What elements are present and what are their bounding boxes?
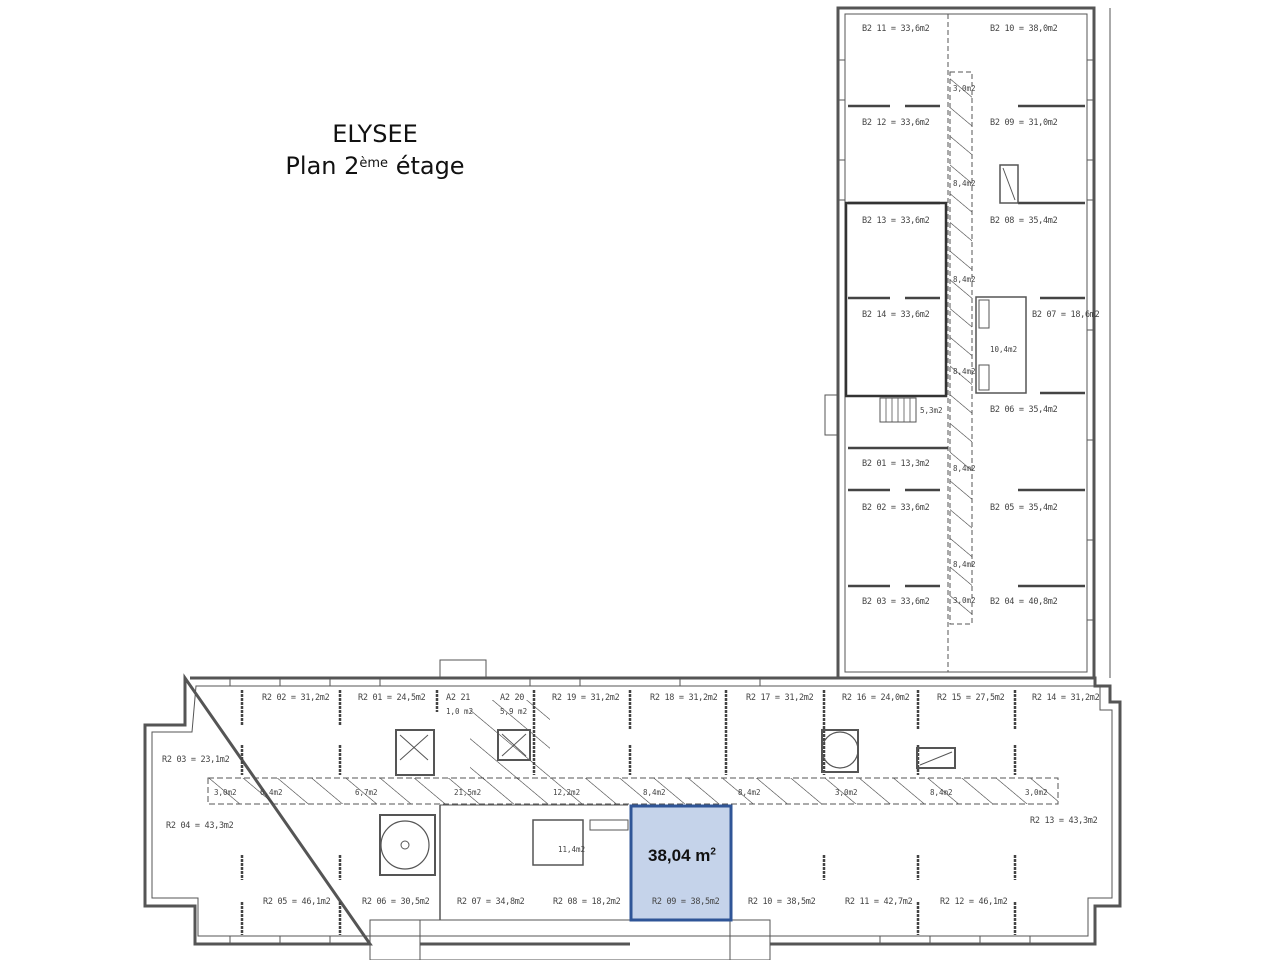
corridor-label: 21,5m2 — [454, 788, 481, 797]
room-label: B2 02 = 33,6m2 — [862, 503, 930, 513]
corridor-label: 6,7m2 — [355, 788, 378, 797]
corridor-label: 3,0m2 — [953, 84, 976, 93]
room-label: R2 16 = 24,0m2 — [842, 693, 910, 703]
misc-label: 10,4m2 — [990, 345, 1017, 354]
corridor-label: 8,4m2 — [738, 788, 761, 797]
wing-b — [824, 6, 1111, 680]
corridor-label: 3,0m2 — [835, 788, 858, 797]
corridor-label: 8,4m2 — [953, 464, 976, 473]
highlighted-room-r2-09[interactable] — [629, 804, 733, 922]
room-label: A2 21 — [446, 693, 470, 703]
room-label: R2 19 = 31,2m2 — [552, 693, 620, 703]
room-label: B2 11 = 33,6m2 — [862, 24, 930, 34]
floor-name: Plan 2ème étage — [285, 152, 465, 180]
corridor-label: 12,2m2 — [553, 788, 580, 797]
room-label: R2 14 = 31,2m2 — [1032, 693, 1100, 703]
plan-title: ELYSEE Plan 2ème étage — [250, 118, 500, 182]
building-name: ELYSEE — [332, 120, 418, 148]
corridor-label: 8,4m2 — [953, 275, 976, 284]
room-label: R2 02 = 31,2m2 — [262, 693, 330, 703]
room-label: B2 10 = 38,0m2 — [990, 24, 1058, 34]
room-label: R2 03 = 23,1m2 — [162, 755, 230, 765]
room-label: B2 14 = 33,6m2 — [862, 310, 930, 320]
room-label: R2 11 = 42,7m2 — [845, 897, 913, 907]
corridor-label: 3,0m2 — [1025, 788, 1048, 797]
room-label: R2 18 = 31,2m2 — [650, 693, 718, 703]
corridor-label: 8,4m2 — [930, 788, 953, 797]
misc-label: 11,4m2 — [558, 845, 585, 854]
room-label: R2 10 = 38,5m2 — [748, 897, 816, 907]
corridor-label: 3,0m2 — [214, 788, 237, 797]
corridor-label: 6,4m2 — [260, 788, 283, 797]
room-label: A2 20 — [500, 693, 524, 703]
corridor-label: 8,4m2 — [953, 179, 976, 188]
corridor-label: 3,0m2 — [953, 596, 976, 605]
wing-a-labels: R2 02 = 31,2m2 R2 01 = 24,5m2 A2 21 1,0 … — [162, 693, 1100, 907]
room-label: R2 06 = 30,5m2 — [362, 897, 430, 907]
room-label: R2 05 = 46,1m2 — [263, 897, 331, 907]
room-label: R2 17 = 31,2m2 — [746, 693, 814, 703]
room-label: B2 08 = 35,4m2 — [990, 216, 1058, 226]
room-label: R2 04 = 43,3m2 — [166, 821, 234, 831]
room-label: R2 09 = 38,5m2 — [652, 897, 720, 907]
room-label: B2 05 = 35,4m2 — [990, 503, 1058, 513]
wing-b-labels: B2 11 = 33,6m2 B2 10 = 38,0m2 B2 12 = 33… — [862, 24, 1100, 607]
room-label: R2 01 = 24,5m2 — [358, 693, 426, 703]
room-sublabel: 1,0 m2 — [446, 707, 473, 716]
room-label: B2 03 = 33,6m2 — [862, 597, 930, 607]
corridor-label: 8,4m2 — [953, 367, 976, 376]
room-label: B2 01 = 13,3m2 — [862, 459, 930, 469]
corridor-label: 8,4m2 — [953, 560, 976, 569]
room-label: B2 06 = 35,4m2 — [990, 405, 1058, 415]
room-label: R2 15 = 27,5m2 — [937, 693, 1005, 703]
room-label: R2 12 = 46,1m2 — [940, 897, 1008, 907]
misc-label: 5,3m2 — [920, 406, 943, 415]
room-label: B2 12 = 33,6m2 — [862, 118, 930, 128]
room-label: B2 09 = 31,0m2 — [990, 118, 1058, 128]
room-label: B2 04 = 40,8m2 — [990, 597, 1058, 607]
corridor-label: 8,4m2 — [643, 788, 666, 797]
wing-a — [143, 659, 1122, 960]
room-label: R2 07 = 34,8m2 — [457, 897, 525, 907]
room-label: B2 07 = 18,6m2 — [1032, 310, 1100, 320]
room-sublabel: 5,9 m2 — [500, 707, 527, 716]
highlighted-area-label: 38,04 m2 — [648, 846, 716, 865]
room-label: R2 13 = 43,3m2 — [1030, 816, 1098, 826]
room-label: B2 13 = 33,6m2 — [862, 216, 930, 226]
room-label: R2 08 = 18,2m2 — [553, 897, 621, 907]
